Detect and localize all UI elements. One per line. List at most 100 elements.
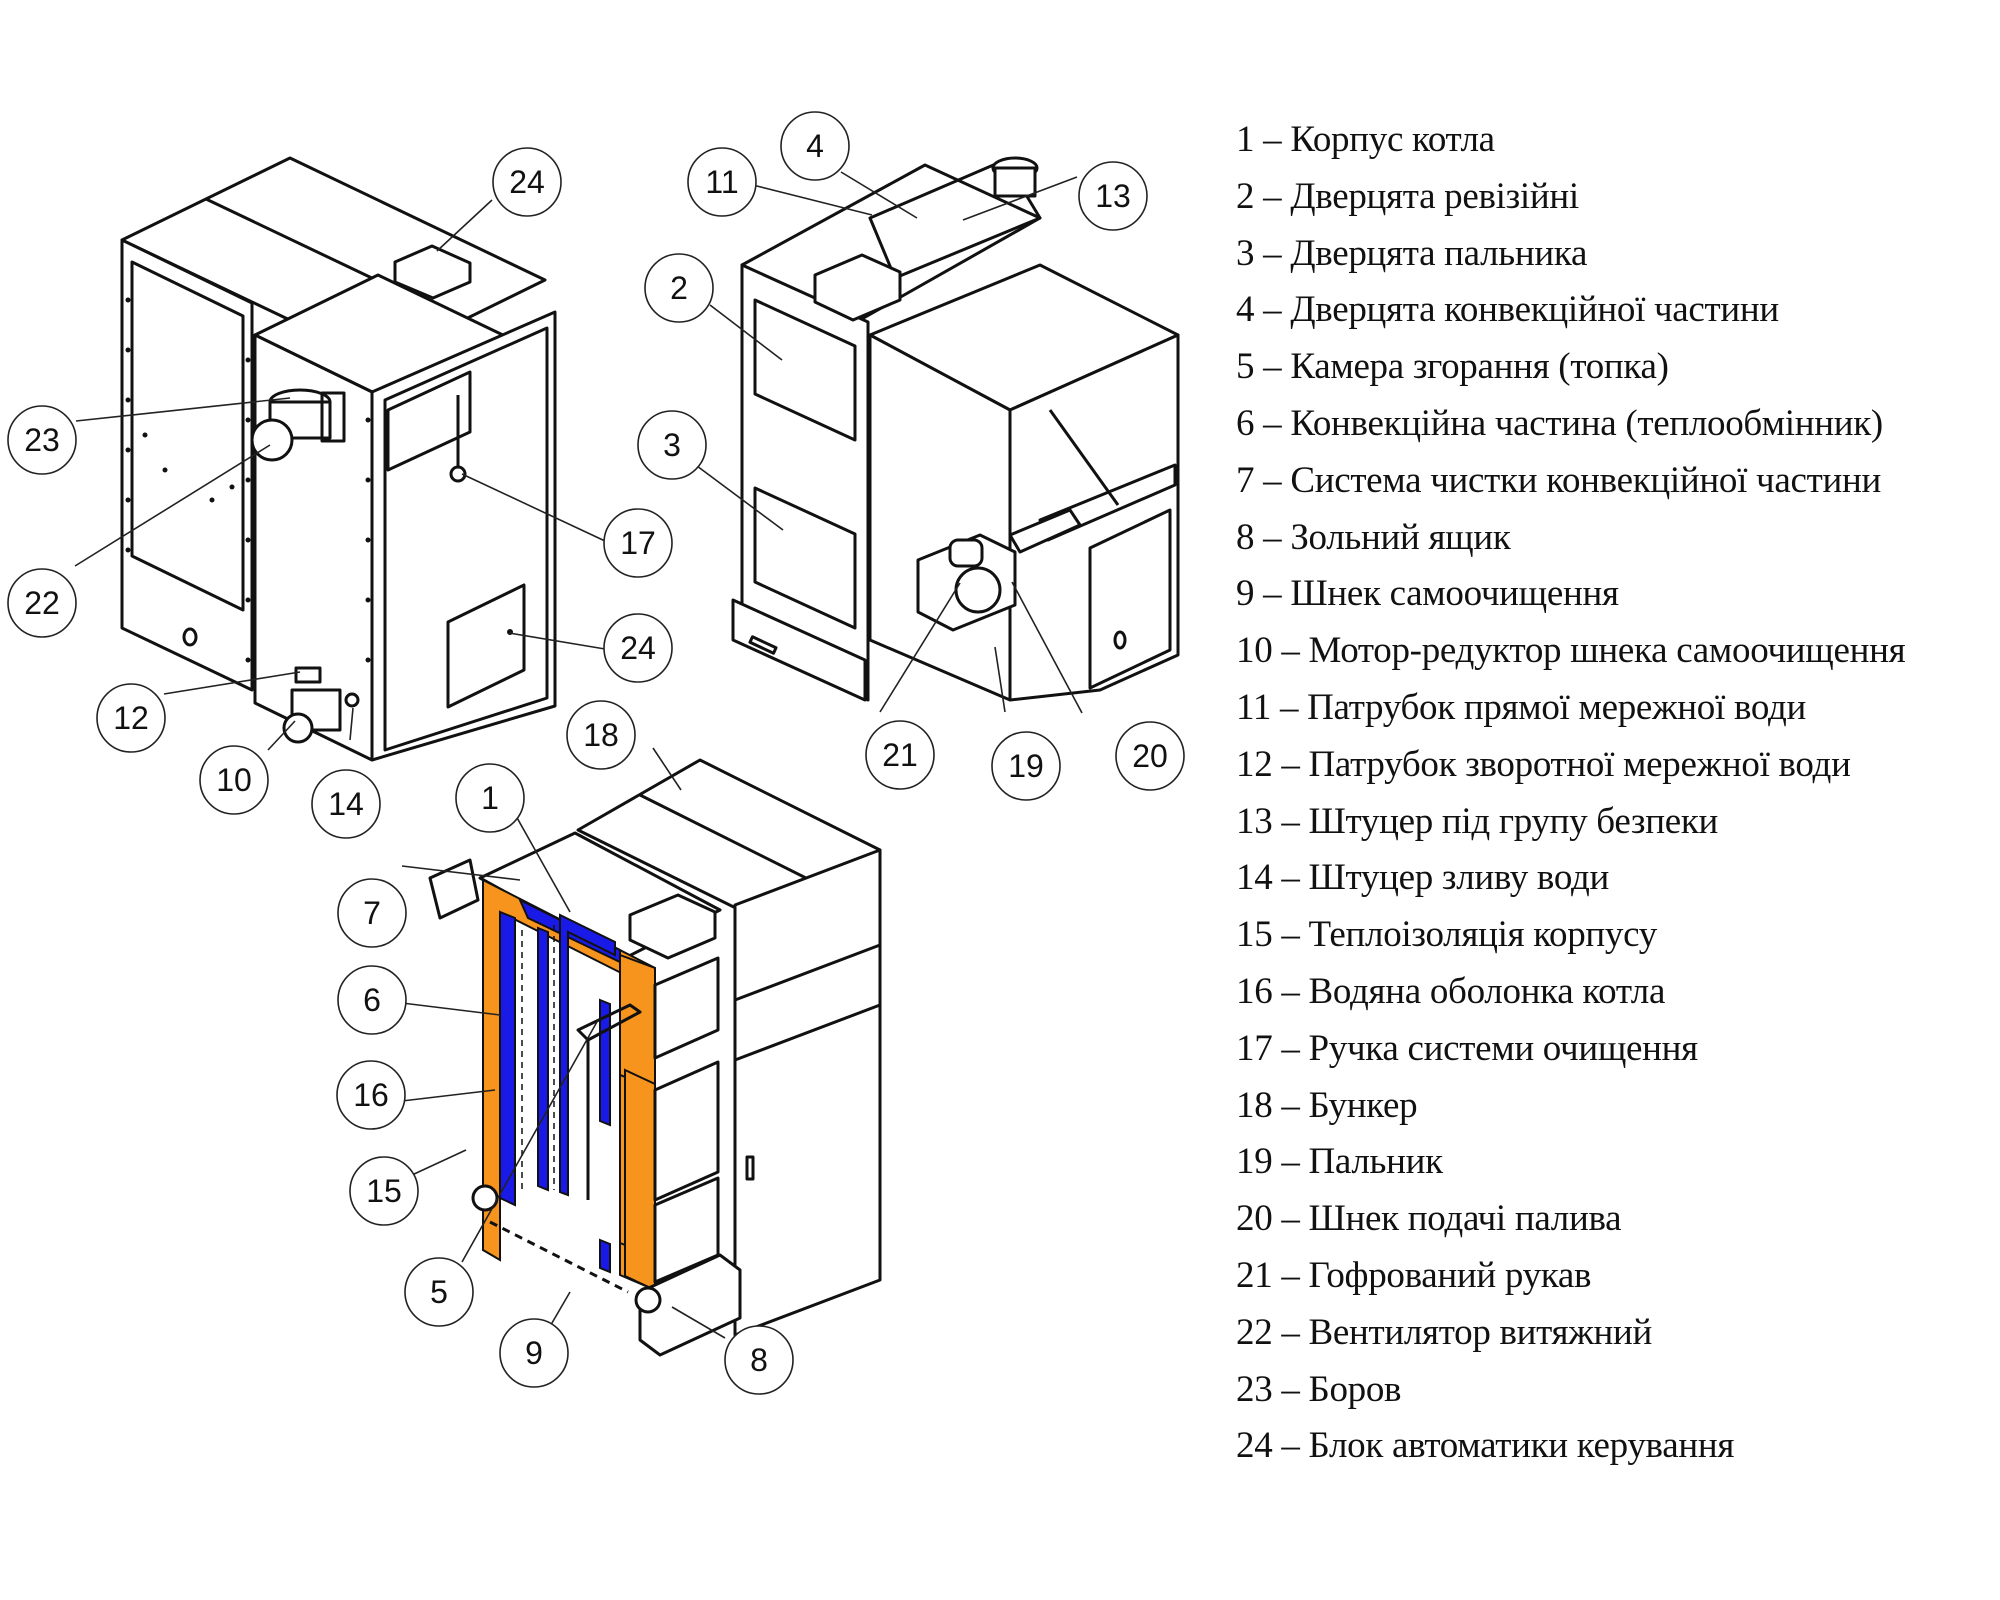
legend-separator: – — [1272, 1425, 1309, 1467]
legend-label: Дверцята ревізійні — [1290, 175, 1579, 217]
callout-8: 8 — [724, 1325, 794, 1395]
legend-number: 21 — [1236, 1254, 1273, 1296]
legend-label: Блок автоматики керування — [1308, 1425, 1735, 1467]
callout-3: 3 — [637, 410, 707, 480]
callout-14: 14 — [311, 769, 381, 839]
legend-separator: – — [1272, 800, 1309, 842]
legend-number: 24 — [1236, 1425, 1273, 1467]
legend-item-10: 10 – Мотор-редуктор шнека самоочищення — [1236, 623, 1906, 680]
callout-7: 7 — [337, 878, 407, 948]
section-ash-box — [638, 1253, 742, 1357]
svg-text:8: 8 — [750, 1342, 768, 1378]
legend-label: Шнек подачі палива — [1308, 1198, 1622, 1240]
callout-17: 17 — [603, 508, 673, 578]
water-jacket-inner — [559, 913, 616, 1197]
callout-4: 4 — [780, 111, 850, 181]
svg-text:24: 24 — [509, 164, 545, 200]
svg-text:15: 15 — [366, 1173, 402, 1209]
callout-20: 20 — [1115, 721, 1185, 791]
rear-exhaust-fan — [250, 418, 294, 462]
svg-text:22: 22 — [24, 585, 60, 621]
callout-11: 11 — [687, 147, 757, 217]
svg-text:18: 18 — [583, 717, 619, 753]
rear-view — [120, 156, 557, 762]
water-jacket-bottom — [599, 1238, 611, 1274]
legend-item-2: 2 – Дверцята ревізійні — [1236, 169, 1905, 226]
rear-return-pipe — [294, 666, 322, 684]
legend-separator: – — [1272, 1368, 1309, 1410]
rear-cleaning-handle — [449, 465, 467, 483]
legend-item-7: 7 – Система чистки конвекційної частини — [1236, 453, 1905, 510]
callout-5: 5 — [404, 1257, 474, 1327]
section-controller — [628, 893, 717, 960]
svg-text:21: 21 — [882, 737, 918, 773]
legend-number: 19 — [1236, 1141, 1273, 1183]
legend-label: Конвекційна частина (теплообмінник) — [1290, 402, 1883, 444]
legend-number: 8 — [1236, 516, 1255, 558]
legend-number: 22 — [1236, 1311, 1273, 1353]
legend-label: Водяна оболонка котла — [1308, 970, 1666, 1012]
legend-item-13: 13 – Штуцер під групу безпеки — [1236, 794, 1905, 851]
front-fuel-auger — [1008, 508, 1082, 554]
legend-label: Зольний ящик — [1290, 516, 1511, 558]
legend-item-23: 23 – Боров — [1236, 1362, 1905, 1419]
callout-24-top: 24 — [492, 147, 562, 217]
legend-separator: – — [1272, 1084, 1309, 1126]
legend-label: Дверцята конвекційної частини — [1290, 289, 1779, 331]
svg-text:16: 16 — [353, 1077, 389, 1113]
legend-item-18: 18 – Бункер — [1236, 1078, 1905, 1135]
legend-number: 20 — [1236, 1198, 1273, 1240]
legend-label: Гофрований рукав — [1308, 1254, 1592, 1296]
callout-24-panel: 24 — [603, 613, 673, 683]
callout-15: 15 — [349, 1156, 419, 1226]
legend-item-15: 15 – Теплоізоляція корпусу — [1236, 907, 1905, 964]
leader-lines — [74, 171, 1083, 1339]
legend-separator: – — [1254, 346, 1291, 388]
callout-13: 13 — [1078, 161, 1148, 231]
legend-separator: – — [1272, 1198, 1309, 1240]
legend-separator: – — [1272, 970, 1309, 1012]
svg-text:9: 9 — [525, 1335, 543, 1371]
svg-text:10: 10 — [216, 762, 252, 798]
legend-item-24: 24 – Блок автоматики керування — [1236, 1418, 1905, 1475]
front-corrugated-hose — [948, 538, 984, 568]
legend-number: 23 — [1236, 1368, 1273, 1410]
callout-19: 19 — [991, 731, 1061, 801]
legend-number: 18 — [1236, 1084, 1273, 1126]
front-view — [731, 156, 1180, 702]
legend-label: Патрубок зворотної мережної води — [1308, 743, 1851, 785]
callout-10: 10 — [199, 745, 269, 815]
legend-item-20: 20 – Шнек подачі палива — [1236, 1191, 1905, 1248]
svg-text:6: 6 — [363, 982, 381, 1018]
rear-drain-fitting — [344, 692, 360, 708]
legend-number: 2 — [1236, 175, 1255, 217]
legend-item-12: 12 – Патрубок зворотної мережної води — [1236, 737, 1905, 794]
cleaning-mechanism — [428, 858, 480, 920]
callout-21: 21 — [865, 720, 935, 790]
legend-label: Штуцер під групу безпеки — [1308, 800, 1719, 842]
legend-number: 10 — [1236, 630, 1273, 672]
rear-hopper-side — [120, 238, 254, 692]
legend-number: 4 — [1236, 289, 1255, 331]
combustion-chamber-shelf — [576, 1003, 642, 1042]
svg-text:4: 4 — [806, 128, 824, 164]
legend-label: Дверцята пальника — [1290, 232, 1588, 274]
legend-item-22: 22 – Вентилятор витяжний — [1236, 1305, 1905, 1362]
legend-label: Шнек самоочищення — [1290, 573, 1619, 615]
legend-number: 3 — [1236, 232, 1255, 274]
callout-18: 18 — [566, 700, 636, 770]
legend-number: 12 — [1236, 743, 1273, 785]
legend-number: 5 — [1236, 346, 1255, 388]
legend-item-14: 14 – Штуцер зливу води — [1236, 850, 1905, 907]
water-jacket-mid — [537, 926, 549, 1192]
legend-separator: – — [1254, 459, 1291, 501]
svg-text:12: 12 — [113, 700, 149, 736]
legend-item-21: 21 – Гофрований рукав — [1236, 1248, 1905, 1305]
legend-label: Теплоізоляція корпусу — [1308, 914, 1658, 956]
legend-item-3: 3 – Дверцята пальника — [1236, 226, 1905, 283]
legend-label: Система чистки конвекційної частини — [1290, 459, 1881, 501]
legend-item-6: 6 – Конвекційна частина (теплообмінник) — [1236, 396, 1905, 453]
